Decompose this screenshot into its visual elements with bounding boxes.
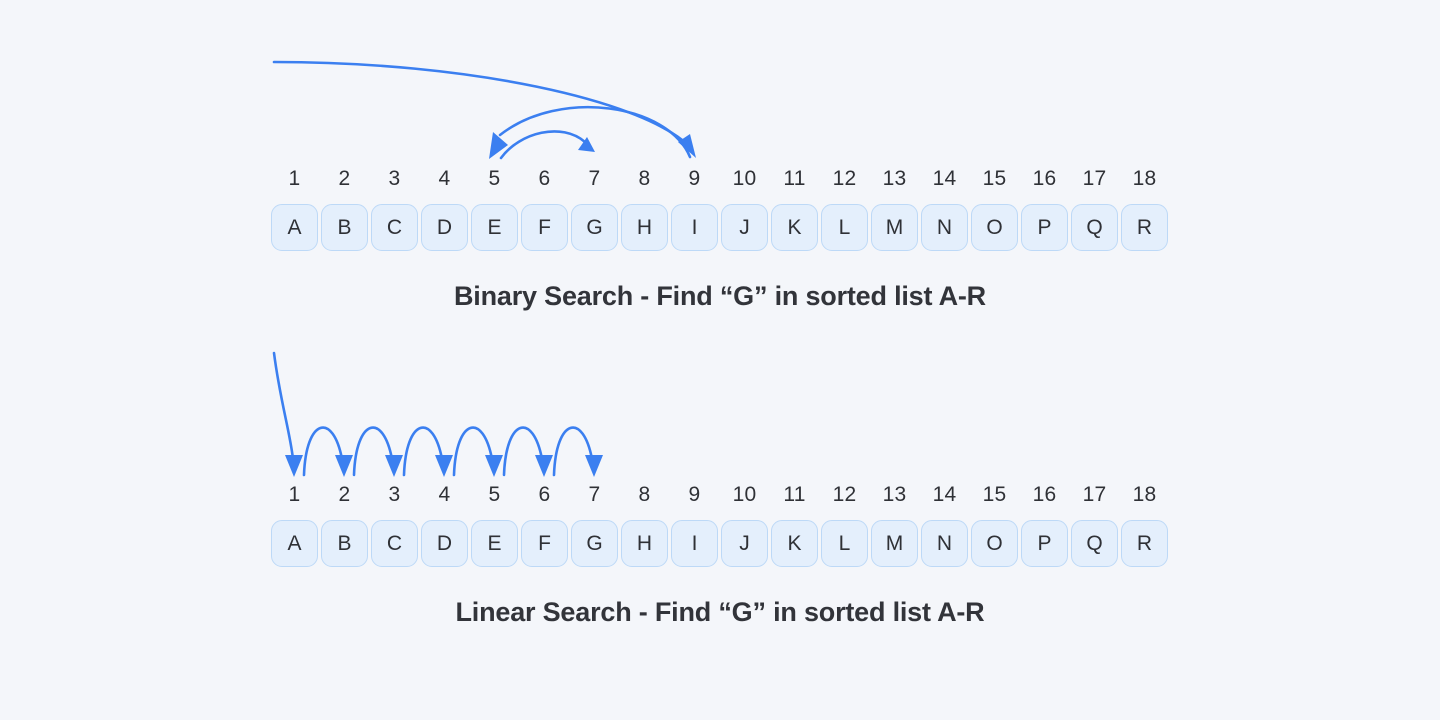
binary-box-I[interactable]: I xyxy=(671,204,718,251)
binary-box-K[interactable]: K xyxy=(771,204,818,251)
linear-index-13: 13 xyxy=(882,483,907,506)
linear-index-4: 4 xyxy=(438,483,451,506)
binary-box-A[interactable]: A xyxy=(271,204,318,251)
binary-index-8: 8 xyxy=(638,167,651,190)
linear-index-6: 6 xyxy=(538,483,551,506)
binary-index-18: 18 xyxy=(1132,167,1157,190)
binary-index-13: 13 xyxy=(882,167,907,190)
binary-arrow-start-to-9 xyxy=(272,60,696,158)
binary-index-5: 5 xyxy=(488,167,501,190)
binary-arrow-9-to-5 xyxy=(489,106,692,159)
linear-index-7: 7 xyxy=(588,483,601,506)
binary-box-O[interactable]: O xyxy=(971,204,1018,251)
linear-index-15: 15 xyxy=(982,483,1007,506)
binary-arrow-5-to-7 xyxy=(499,130,595,160)
linear-box-H[interactable]: H xyxy=(621,520,668,567)
linear-box-O[interactable]: O xyxy=(971,520,1018,567)
linear-box-D[interactable]: D xyxy=(421,520,468,567)
binary-box-B[interactable]: B xyxy=(321,204,368,251)
linear-arrow-3-to-4 xyxy=(402,426,453,477)
binary-index-17: 17 xyxy=(1082,167,1107,190)
linear-box-M[interactable]: M xyxy=(871,520,918,567)
binary-box-H[interactable]: H xyxy=(621,204,668,251)
linear-box-L[interactable]: L xyxy=(821,520,868,567)
linear-box-E[interactable]: E xyxy=(471,520,518,567)
binary-box-D[interactable]: D xyxy=(421,204,468,251)
binary-box-R[interactable]: R xyxy=(1121,204,1168,251)
binary-index-15: 15 xyxy=(982,167,1007,190)
linear-index-3: 3 xyxy=(388,483,401,506)
linear-box-F[interactable]: F xyxy=(521,520,568,567)
linear-index-5: 5 xyxy=(488,483,501,506)
binary-box-L[interactable]: L xyxy=(821,204,868,251)
linear-box-P[interactable]: P xyxy=(1021,520,1068,567)
linear-box-G[interactable]: G xyxy=(571,520,618,567)
binary-index-12: 12 xyxy=(832,167,857,190)
linear-box-Q[interactable]: Q xyxy=(1071,520,1118,567)
linear-index-17: 17 xyxy=(1082,483,1107,506)
binary-index-14: 14 xyxy=(932,167,957,190)
linear-box-B[interactable]: B xyxy=(321,520,368,567)
binary-box-F[interactable]: F xyxy=(521,204,568,251)
binary-box-E[interactable]: E xyxy=(471,204,518,251)
binary-index-9: 9 xyxy=(688,167,701,190)
binary-box-M[interactable]: M xyxy=(871,204,918,251)
binary-index-1: 1 xyxy=(288,167,301,190)
linear-box-I[interactable]: I xyxy=(671,520,718,567)
linear-index-12: 12 xyxy=(832,483,857,506)
binary-index-7: 7 xyxy=(588,167,601,190)
binary-box-C[interactable]: C xyxy=(371,204,418,251)
linear-index-1: 1 xyxy=(288,483,301,506)
binary-box-Q[interactable]: Q xyxy=(1071,204,1118,251)
binary-box-N[interactable]: N xyxy=(921,204,968,251)
linear-box-C[interactable]: C xyxy=(371,520,418,567)
linear-index-11: 11 xyxy=(783,483,806,506)
linear-search-caption: Linear Search - Find “G” in sorted list … xyxy=(455,597,985,627)
linear-box-J[interactable]: J xyxy=(721,520,768,567)
linear-index-16: 16 xyxy=(1032,483,1057,506)
binary-index-6: 6 xyxy=(538,167,551,190)
linear-arrow-2-to-3 xyxy=(352,426,403,477)
linear-index-18: 18 xyxy=(1132,483,1157,506)
binary-index-10: 10 xyxy=(732,167,757,190)
binary-box-G[interactable]: G xyxy=(571,204,618,251)
binary-index-2: 2 xyxy=(338,167,351,190)
binary-index-3: 3 xyxy=(388,167,401,190)
linear-arrow-1-to-2 xyxy=(302,426,353,477)
linear-index-14: 14 xyxy=(932,483,957,506)
binary-index-11: 11 xyxy=(783,167,806,190)
linear-index-10: 10 xyxy=(732,483,757,506)
linear-box-N[interactable]: N xyxy=(921,520,968,567)
linear-index-8: 8 xyxy=(638,483,651,506)
binary-box-J[interactable]: J xyxy=(721,204,768,251)
binary-index-16: 16 xyxy=(1032,167,1057,190)
linear-arrow-4-to-5 xyxy=(452,426,503,477)
linear-arrow-entry-to-1 xyxy=(272,351,303,477)
linear-box-K[interactable]: K xyxy=(771,520,818,567)
linear-index-2: 2 xyxy=(338,483,351,506)
linear-box-R[interactable]: R xyxy=(1121,520,1168,567)
linear-arrow-5-to-6 xyxy=(502,426,553,477)
linear-index-9: 9 xyxy=(688,483,701,506)
binary-index-4: 4 xyxy=(438,167,451,190)
binary-box-P[interactable]: P xyxy=(1021,204,1068,251)
linear-arrow-6-to-7 xyxy=(552,426,603,477)
binary-search-caption: Binary Search - Find “G” in sorted list … xyxy=(454,281,986,311)
linear-box-A[interactable]: A xyxy=(271,520,318,567)
